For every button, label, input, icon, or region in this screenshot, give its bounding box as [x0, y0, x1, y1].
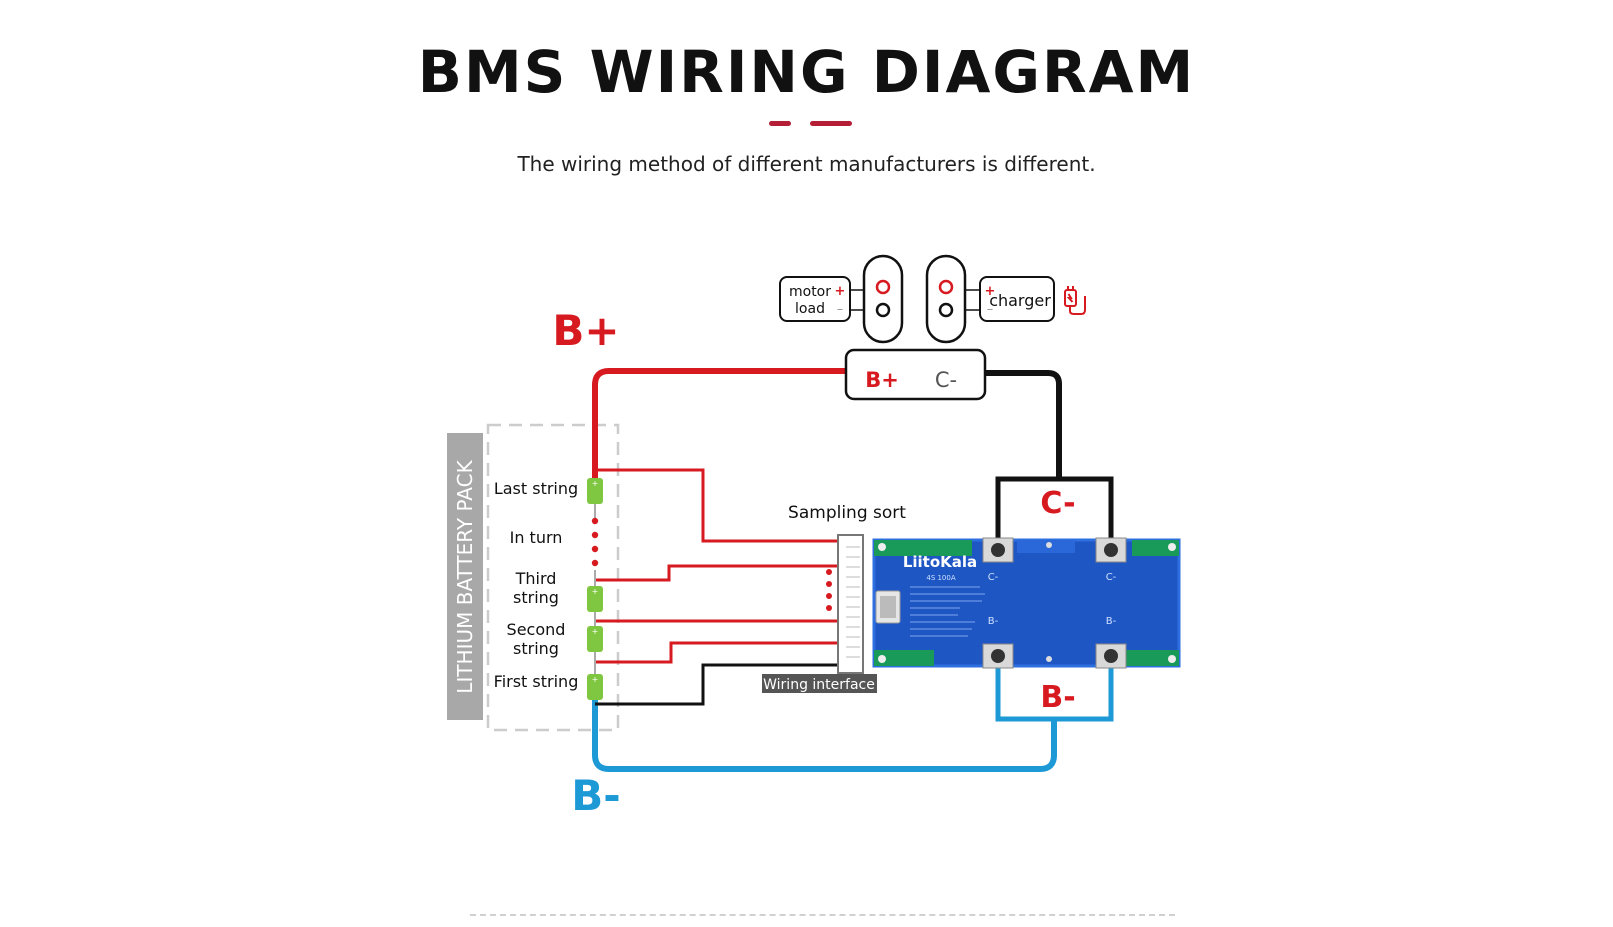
label-second-line2: string: [513, 639, 559, 658]
b-plus-wire: [592, 368, 845, 482]
svg-text:+: +: [592, 675, 599, 684]
board-b-minus-2: B-: [1106, 616, 1117, 627]
charger-plug-icon: [1064, 286, 1086, 315]
port-b-plus-label: B+: [865, 368, 899, 392]
bms-board: LiitoKala 4S 100A C- C- B- B-: [872, 537, 1181, 669]
label-third-line1: Third: [515, 569, 557, 588]
sampling-wire-3a: [595, 564, 840, 582]
battery-pack-outline: [486, 423, 620, 732]
cell-last-string: +: [587, 478, 603, 504]
sampling-wire-2: [595, 641, 840, 664]
plug-charger: [925, 254, 967, 344]
charger-box: [979, 276, 1055, 322]
motor-plus-sign: +: [835, 284, 846, 299]
c-minus-label: C-: [1040, 486, 1075, 521]
b-minus-bridge: [995, 656, 1114, 722]
subtitle: The wiring method of different manufactu…: [517, 152, 1096, 176]
label-third-line2: string: [513, 588, 559, 607]
title-accent-long: [810, 121, 852, 126]
output-port-block: [844, 348, 987, 401]
motor-load-box: [779, 276, 851, 322]
c-minus-bridge: [995, 476, 1114, 549]
terminal-b-minus-1: [982, 643, 1014, 669]
b-plus-label: B+: [552, 306, 619, 355]
cell-first-string: +: [587, 674, 603, 700]
label-second-line1: Second: [507, 620, 566, 639]
sampling-connector: [837, 534, 864, 674]
board-c-minus-2: C-: [1106, 572, 1117, 583]
board-b-minus-1: B-: [988, 616, 999, 627]
charger-minus-sign: –: [987, 302, 994, 317]
sampling-sort-label: Sampling sort: [788, 503, 906, 523]
in-turn-dots: [591, 517, 599, 567]
cell-third-string: +: [587, 586, 603, 612]
motor-load-line1: motor: [789, 284, 831, 300]
terminal-c-minus-1: [982, 537, 1014, 563]
title-accent-short: [769, 121, 791, 126]
wiring-interface-tag: [762, 674, 877, 693]
b-minus-board-label: B-: [1040, 680, 1075, 715]
plug-motor: [862, 254, 904, 344]
sampling-dots: [826, 569, 832, 611]
board-model: 4S 100A: [926, 574, 955, 582]
charger-label: charger: [989, 291, 1051, 310]
b-minus-wire: [592, 700, 1057, 772]
svg-text:+: +: [592, 627, 599, 636]
cell-second-string: +: [587, 626, 603, 652]
page-title: BMS WIRING DIAGRAM: [417, 38, 1196, 106]
b-minus-label: B-: [571, 771, 620, 820]
charger-plus-sign: +: [985, 284, 996, 299]
port-c-minus-label: C-: [935, 368, 957, 392]
sampling-wire-last: [595, 468, 840, 543]
connector-pins: [846, 546, 860, 658]
c-minus-wire: [985, 370, 1062, 479]
svg-text:+: +: [592, 587, 599, 596]
label-last-string: Last string: [494, 479, 578, 498]
wiring-interface-label: Wiring interface: [763, 677, 875, 693]
motor-load-line2: load: [795, 301, 825, 317]
svg-text:+: +: [592, 479, 599, 488]
sampling-wire-first: [595, 663, 840, 706]
terminal-c-minus-2: [1095, 537, 1127, 563]
terminal-b-minus-2: [1095, 643, 1127, 669]
bottom-divider: [470, 914, 1175, 916]
motor-minus-sign: –: [837, 302, 844, 317]
pack-label-bar: [447, 433, 483, 720]
board-brand: LiitoKala: [903, 553, 977, 571]
board-c-minus-1: C-: [988, 572, 999, 583]
label-in-turn: In turn: [510, 528, 563, 547]
pack-label: LITHIUM BATTERY PACK: [453, 459, 477, 693]
label-first-string: First string: [494, 672, 579, 691]
